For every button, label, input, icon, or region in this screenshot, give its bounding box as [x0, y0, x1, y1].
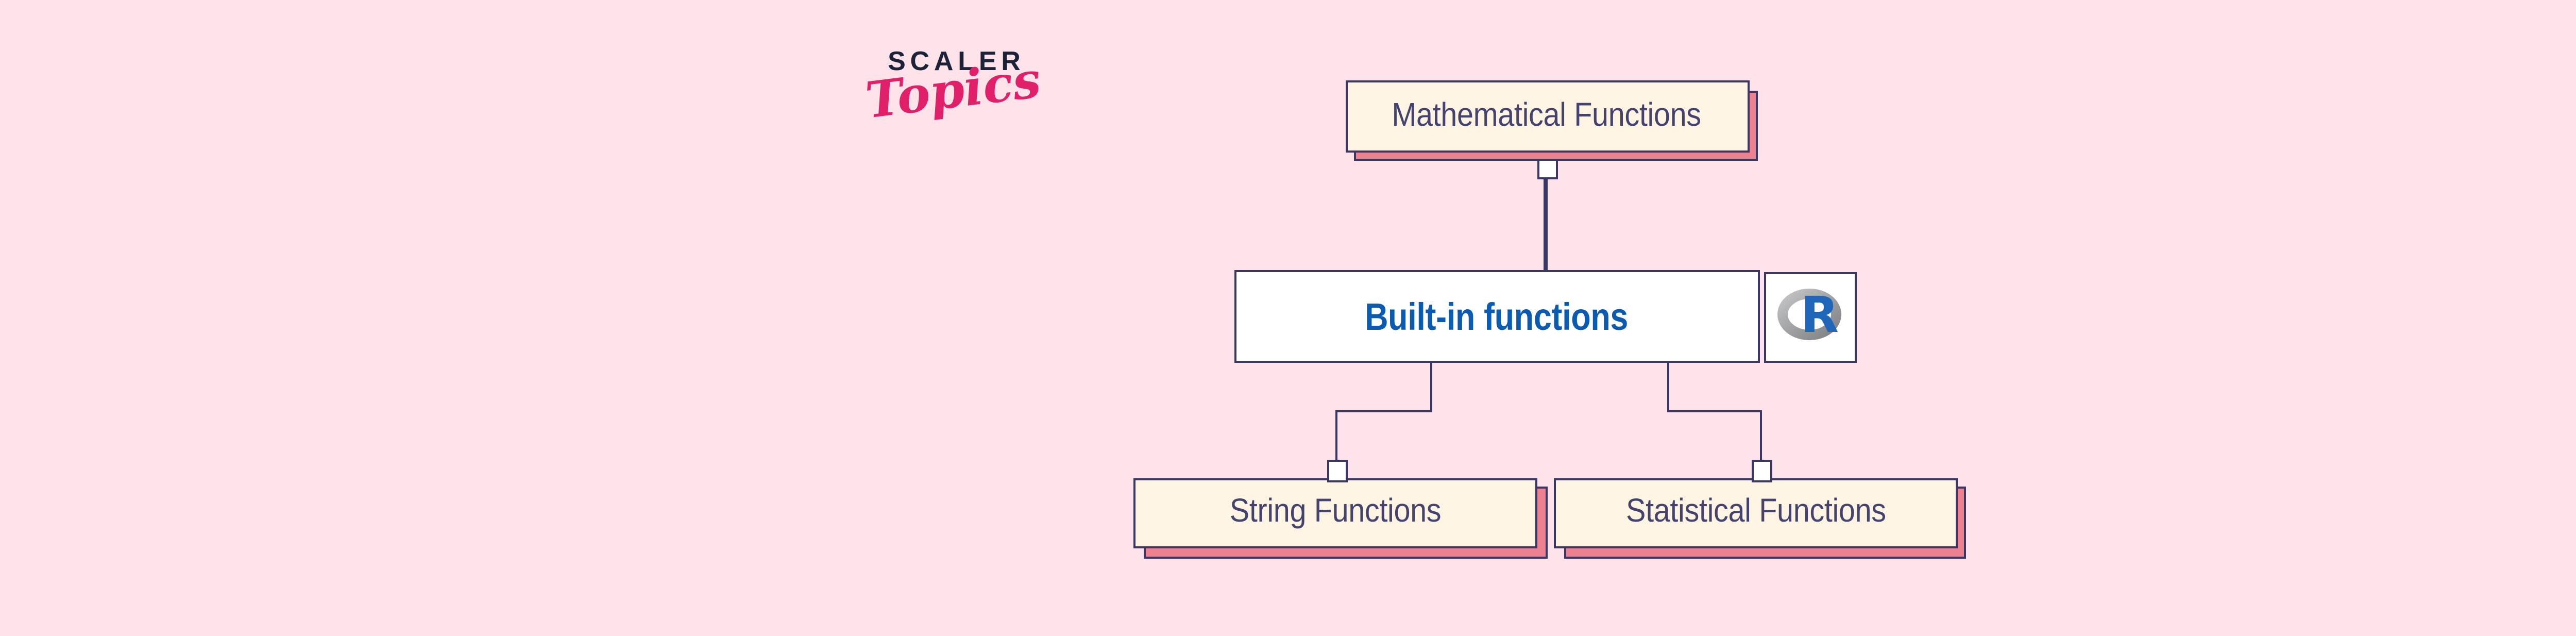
node-string-functions: String Functions — [1134, 477, 1547, 558]
port-statistical-top — [1752, 460, 1773, 482]
port-mathematical-bottom — [1537, 158, 1558, 179]
r-logo-letter: R — [1801, 286, 1839, 344]
node-statistical-functions: Statistical Functions — [1554, 477, 1966, 558]
r-language-logo: R — [1767, 274, 1855, 360]
connector-mathematical-to-builtin — [1544, 175, 1547, 271]
node-string-functions-label: String Functions — [1230, 494, 1442, 529]
connector-builtin-right-jog — [1667, 409, 1763, 412]
scaler-topics-logo: SCALER Topics — [859, 45, 1049, 130]
connector-builtin-left-jog — [1335, 409, 1432, 412]
connector-builtin-left-drop — [1429, 363, 1432, 410]
node-mathematical-functions: Mathematical Functions — [1345, 81, 1758, 161]
node-builtin-functions: Built-in functions — [1235, 271, 1760, 363]
scaler-wordmark: SCALER — [888, 45, 1025, 76]
r-logo-ring-icon — [1778, 288, 1842, 340]
connector-builtin-to-statistical — [1760, 411, 1763, 461]
port-string-top — [1328, 460, 1348, 482]
node-mathematical-functions-label: Mathematical Functions — [1392, 98, 1702, 133]
node-builtin-functions-label: Built-in functions — [1365, 294, 1629, 338]
connector-builtin-to-string — [1335, 411, 1338, 461]
node-r-badge: R — [1765, 272, 1857, 362]
connector-builtin-right-drop — [1667, 363, 1670, 410]
node-statistical-functions-label: Statistical Functions — [1625, 494, 1886, 529]
